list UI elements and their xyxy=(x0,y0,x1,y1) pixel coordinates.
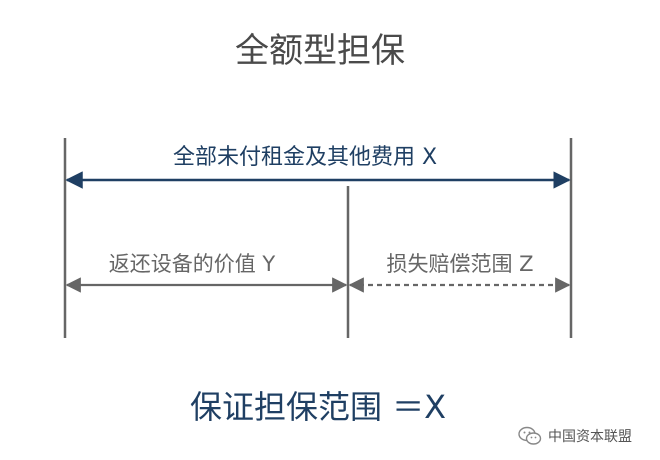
wechat-icon xyxy=(518,426,542,445)
watermark-text: 中国资本联盟 xyxy=(548,429,632,445)
watermark: 中国资本联盟 xyxy=(518,426,632,446)
formula-text: 保证担保范围 ＝X xyxy=(190,388,446,426)
diagram-title: 全额型担保 xyxy=(235,31,405,71)
total-amount-label: 全部未付租金及其他费用 X xyxy=(173,145,437,170)
return-value-label: 返还设备的价值 Y xyxy=(109,252,276,276)
loss-scope-label: 损失赔偿范围 Z xyxy=(386,252,533,276)
